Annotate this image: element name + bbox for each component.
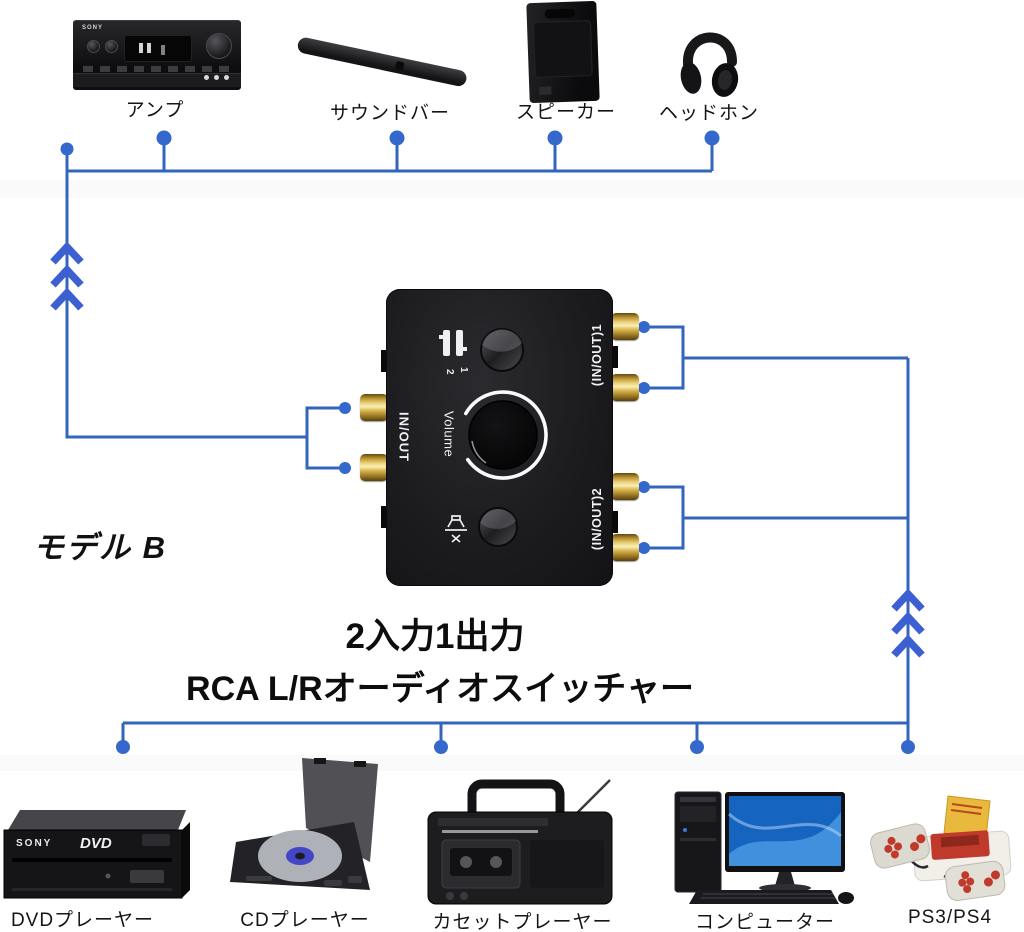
right-jack-bracket-1	[644, 325, 908, 390]
mount-tab	[609, 511, 618, 533]
rca-jack-right-2	[611, 374, 639, 401]
amplifier-bottom-strip	[73, 73, 241, 87]
cassette-player-label: カセットプレーヤー	[432, 912, 613, 932]
bottom-bus-stubs	[121, 723, 910, 742]
amplifier-brand: SONY	[82, 25, 104, 31]
volume-arc	[464, 390, 548, 480]
right-port-2-label: (IN/OUT)2	[590, 487, 604, 551]
connector-dots	[60, 130, 915, 754]
speaker-label: スピーカー	[515, 102, 616, 123]
title-line-1: 2入力1出力	[345, 617, 525, 656]
soundbar-body	[296, 36, 468, 88]
dvd-brand: SONY	[16, 838, 52, 849]
cd-player-label: CDプレーヤー	[240, 910, 370, 931]
rca-jack-right-3	[611, 473, 639, 500]
right-jack-bracket-2	[644, 485, 908, 550]
computer-label: コンピューター	[694, 912, 835, 932]
game-console-label: PS3/PS4	[907, 907, 993, 928]
game-console-art	[870, 795, 1012, 901]
selector-position-2: 2	[444, 369, 455, 375]
amplifier-label: アンプ	[125, 100, 185, 121]
background-band	[0, 755, 1024, 771]
mount-tab	[381, 350, 390, 372]
speaker-logo	[539, 86, 552, 95]
audio-switcher-image: 2 1 IN/OUT Volume (IN/OUT)1 (IN/OUT)2	[386, 289, 613, 586]
dvd-logo: DVD	[80, 835, 112, 852]
selector-position-1: 1	[458, 367, 469, 373]
headphones-label: ヘッドホン	[658, 103, 759, 124]
soundbar-label: サウンドバー	[329, 103, 450, 124]
rca-jack-right-1	[611, 313, 639, 340]
top-bus-stubs	[162, 140, 714, 171]
dvd-player-art: SONY DVD	[3, 810, 190, 899]
amplifier-body: SONY	[73, 20, 241, 90]
selector-switch-icon	[439, 330, 467, 356]
left-port-label: IN/OUT	[396, 411, 412, 463]
cd-player-image	[228, 750, 386, 908]
amplifier-image: SONY	[73, 20, 241, 90]
right-port-1-label: (IN/OUT)1	[590, 323, 604, 387]
background-band	[0, 180, 1024, 198]
mute-icon	[445, 515, 467, 543]
amplifier-knob	[206, 33, 232, 59]
left-output-line	[65, 149, 307, 439]
volume-label: Volume	[441, 410, 457, 458]
speaker-body	[526, 0, 600, 104]
amplifier-knob-small	[105, 40, 118, 53]
mount-tab	[609, 346, 618, 368]
flow-arrows-up-right	[891, 588, 925, 658]
headphones-image	[678, 16, 740, 108]
speaker-port	[544, 8, 575, 19]
model-label: モデル B	[33, 530, 167, 565]
cd-player-art	[230, 758, 378, 890]
dvd-player-label: DVDプレーヤー	[10, 910, 155, 931]
game-console-image	[870, 788, 1020, 902]
amplifier-knob-small	[87, 40, 100, 53]
speaker-image	[526, 0, 600, 104]
rca-jack-right-4	[611, 534, 639, 561]
rca-jack-left-1	[360, 394, 388, 421]
cassette-player-image	[426, 776, 618, 908]
rca-jack-left-2	[360, 454, 388, 481]
soundbar-image	[296, 26, 476, 92]
computer-art	[674, 791, 854, 904]
switcher-face: 2 1	[439, 328, 548, 547]
speaker-grille	[533, 21, 592, 77]
amplifier-buttons	[83, 66, 231, 72]
flow-arrows-up-left	[50, 241, 84, 311]
amplifier-display	[125, 36, 191, 61]
volume-knob	[468, 400, 538, 470]
mount-tab	[381, 506, 390, 528]
left-jack-bracket	[305, 406, 345, 470]
computer-image	[663, 784, 855, 908]
dvd-player-image: SONY DVD	[2, 804, 194, 904]
cassette-player-art	[427, 779, 613, 905]
title-line-2: RCA L/Rオーディオスイッチャー	[186, 670, 694, 708]
headphones-art	[680, 32, 739, 97]
